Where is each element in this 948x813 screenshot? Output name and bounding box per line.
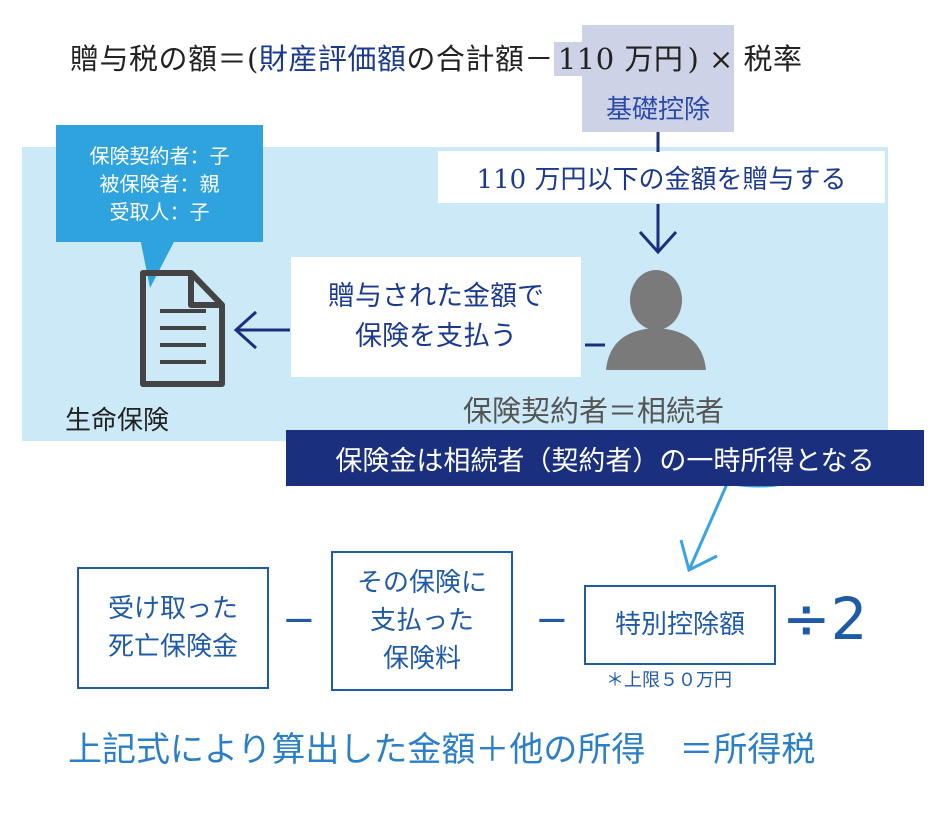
payment-box: 贈与された金額で 保険を支払う (291, 257, 581, 377)
box1-line2: 死亡保険金 (107, 632, 238, 662)
premium-box: その保険に 支払った 保険料 (331, 551, 513, 691)
callout-beneficiary: 受取人：子 (109, 199, 210, 224)
contractor-label: 保険契約者＝相続者 (463, 394, 725, 428)
diagonal-arrow-shaft (688, 483, 729, 569)
special-deduction-box: 特別控除額 (584, 585, 776, 665)
limit-note: ＊上限５０万円 (606, 670, 732, 691)
callout-insured: 被保険者：親 (99, 171, 220, 196)
payment-line1: 贈与された金額で (328, 281, 544, 312)
gift-tax-formula: 贈与税の額＝(財産評価額の合計額－110 万円) × 税率 (70, 36, 803, 78)
formula-part3: ) × 税率 (687, 42, 803, 76)
formula-highlight: 財産評価額 (258, 42, 407, 76)
box3-line1: 特別控除額 (614, 610, 745, 640)
minus-operator-1: − (282, 597, 316, 643)
minus-operator-2: − (535, 597, 569, 643)
income-band: 保険金は相続者（契約者）の一時所得となる (286, 430, 924, 486)
left-arrow-icon (233, 310, 258, 350)
formula-exemption-amount: 110 万円 (553, 42, 688, 76)
life-insurance-label: 生命保険 (65, 406, 170, 436)
down-arrow-icon (638, 230, 678, 255)
formula-part2: の合計額－ (406, 42, 554, 76)
band-suffix: となる (794, 445, 875, 477)
box2-line1: その保険に (356, 568, 487, 598)
band-prefix: 保険金は相続者（契約者）の (335, 445, 687, 477)
box1-line1: 受け取った (107, 594, 238, 624)
diagonal-arrow-icon (679, 539, 718, 573)
policy-callout: 保険契約者：子 被保険者：親 受取人：子 (56, 125, 263, 242)
band-circled-text: 一時所得 (686, 445, 795, 477)
document-icon (140, 270, 225, 387)
basic-deduction-label: 基礎控除 (582, 82, 734, 132)
gift-box: 110 万円以下の金額を贈与する (438, 151, 885, 203)
person-icon (606, 270, 706, 370)
divide-by-two: ÷2 (782, 585, 868, 653)
payment-line2: 保険を支払う (355, 321, 517, 352)
callout-contractor: 保険契約者：子 (89, 143, 230, 168)
formula-part1: 贈与税の額＝( (70, 42, 259, 76)
box2-line3: 保険料 (382, 644, 461, 674)
death-benefit-box: 受け取った 死亡保険金 (77, 567, 269, 689)
box2-line2: 支払った (369, 606, 474, 636)
income-tax-formula: 上記式により算出した金額＋他の所得 ＝所得税 (68, 730, 816, 770)
